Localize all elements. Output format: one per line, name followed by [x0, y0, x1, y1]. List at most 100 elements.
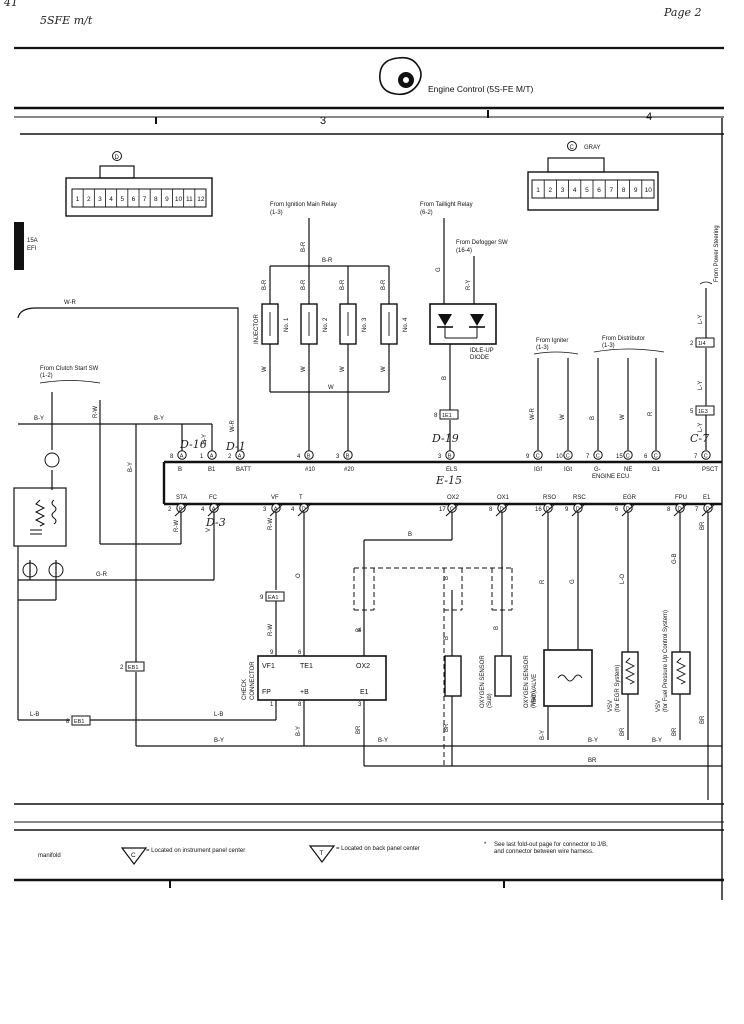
ecu-terminal-top: C7G- [586, 450, 603, 473]
ecu-terminal-pin: 9 [565, 507, 569, 513]
wire-color-label: B [590, 416, 596, 420]
ecu-terminal-pin: 6 [615, 507, 619, 513]
wire-color-label: R-W [93, 406, 99, 418]
wire-color-label: G-B [672, 553, 678, 564]
src-igniter-ref: (1-3) [536, 345, 549, 351]
junction-pin: 8 [66, 719, 70, 725]
junction-id: 1I4 [698, 341, 706, 347]
ecu-terminal-name: G- [594, 467, 601, 473]
footer-manifold: manifold [38, 853, 61, 859]
wire-color-label: R-W [268, 624, 274, 636]
engine-ecu-label: ENGINE ECU [592, 474, 629, 480]
hand-note-d3: D-3 [205, 516, 226, 529]
vsv-egr-ref: (for EGR System) [615, 665, 621, 712]
ecu-terminal-conn: B [179, 507, 183, 513]
ecu-terminal-pin: 16 [535, 507, 542, 513]
wire-color-label: W [340, 366, 346, 372]
injector-bodies [261, 303, 398, 345]
wire-color-label: W [328, 385, 334, 391]
wire-color-label: BR [700, 715, 706, 724]
legend-t-text: = Located on back panel center [336, 846, 420, 852]
junction-pin: 5 [690, 409, 694, 415]
src-clutch-start-sw-ref: (1-2) [40, 373, 53, 379]
ecu-terminal-name: EGR [623, 495, 637, 501]
connector-pin: 2 [87, 196, 91, 203]
wire-color-label: B-R [381, 279, 387, 290]
wire-color-label: B [408, 532, 412, 538]
wire-color-label: B-R [340, 279, 346, 290]
wire-color-label: BR [620, 727, 626, 736]
wire-color-label: O [296, 573, 302, 578]
injector-3: No. 3 [362, 317, 368, 332]
wire-color-label: L-Y [698, 315, 704, 324]
wire-color-label: B [442, 376, 448, 380]
src-ign-main-relay: From Ignition Main Relay [270, 202, 337, 208]
ecu-terminal-conn: C [536, 454, 540, 460]
check-terminal-name: E1 [360, 689, 369, 696]
ecu-terminal-conn: B [346, 454, 350, 460]
ecu-terminal-conn: D [546, 507, 550, 513]
wire-color-label: W [262, 366, 268, 372]
ecu-terminal-conn: D [500, 507, 504, 513]
hand-note-c7: C-7 [690, 432, 709, 445]
wire-color-label: W [620, 414, 626, 420]
hand-note-d1: D-1 [225, 440, 246, 453]
legend-c-text: = Located on instrument panel center [146, 848, 245, 854]
ecu-terminal-conn: C [596, 454, 600, 460]
connector-pin: 8 [154, 196, 158, 203]
idle-up-diode-label-1: IDLE-UP [470, 348, 494, 354]
connector-pin: 10 [645, 187, 653, 194]
connector-pin: 7 [610, 187, 614, 194]
wire-color-label: R [540, 579, 546, 584]
connector-c-id: C [570, 145, 575, 151]
ecu-terminal-conn: C [654, 454, 658, 460]
ecu-terminal-name: OX2 [447, 495, 460, 501]
injector-1: No. 1 [284, 317, 290, 332]
check-terminal-pin: 8 [298, 702, 302, 708]
vsv-fpu-ref: (for Fuel Pressure Up Control System) [663, 610, 669, 712]
ecu-terminal-name: OX1 [497, 495, 510, 501]
junction-id: 1E3 [698, 409, 708, 415]
check-terminal-name: OX2 [356, 663, 370, 670]
oxygen-sensor-main-label: OXYGEN SENSOR [524, 655, 530, 708]
src-defogger-sw-ref: (16-4) [456, 248, 472, 254]
wire-color-label: B-R [262, 279, 268, 290]
wire-color-label: W [301, 366, 307, 372]
check-terminal-name: VF1 [262, 663, 275, 670]
connector-pin: 8 [622, 187, 626, 194]
wire-color-label: L-B [214, 712, 223, 718]
wire-color-label: BR [444, 723, 450, 732]
connector-pin: 6 [597, 187, 601, 194]
ecu-terminal-conn: D [626, 507, 630, 513]
wire-color-label: B [444, 576, 450, 580]
connector-c-color: GRAY [584, 145, 601, 151]
fuse-name: EFI [27, 246, 37, 252]
wire-color-label: BR [356, 725, 362, 734]
ecu-terminal-pin: 3 [438, 454, 442, 460]
connector-pin: 1 [76, 196, 80, 203]
wire-color-label: BR [700, 521, 706, 530]
src-clutch-start-sw: From Clutch Start SW [40, 366, 99, 372]
junction-id: 1E1 [442, 413, 452, 419]
ecu-terminal-name: BATT [236, 467, 251, 473]
ecu-terminal-pin: 8 [667, 507, 671, 513]
ecu-terminal-conn: C [626, 454, 630, 460]
wire-color-label: B-Y [378, 738, 388, 744]
connector-pin: 7 [143, 196, 147, 203]
ecu-terminal-name: G1 [652, 467, 661, 473]
oxygen-sensor-sub-label: OXYGEN SENSOR [480, 655, 486, 708]
wire-color-label: W-R [64, 300, 77, 306]
ecu-terminal-name: PSCT [702, 467, 718, 473]
ecu-terminal-pin: 1 [200, 454, 204, 460]
wire-color-label: L-B [30, 712, 39, 718]
ecu-terminal-pin: 9 [526, 454, 530, 460]
src-defogger-sw: From Defogger SW [456, 240, 508, 246]
svg-text:C: C [131, 852, 136, 859]
